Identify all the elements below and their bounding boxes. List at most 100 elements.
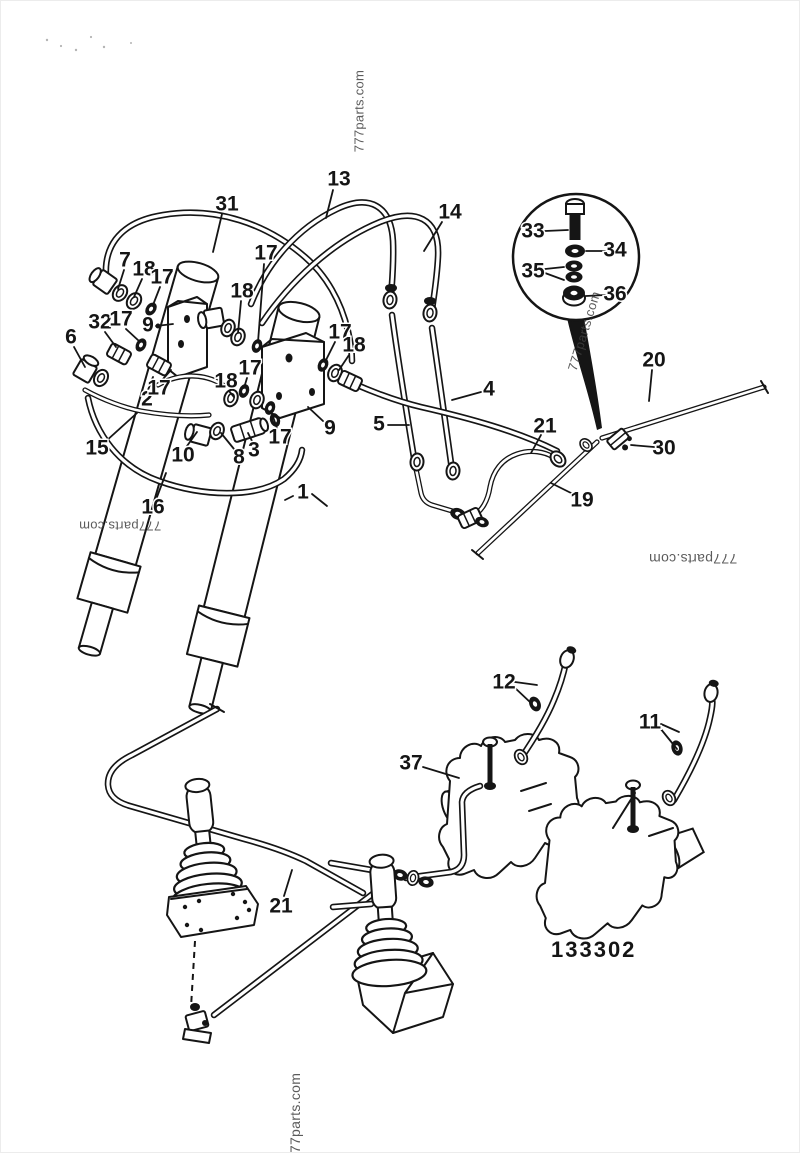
detail-circle [511,192,641,430]
leader-line [544,229,569,232]
leader-line [630,444,655,448]
leader-line [125,328,140,342]
part-label-18: 18 [132,258,156,281]
part-label-17: 17 [238,357,261,380]
leader-line [283,869,293,897]
part-label-18: 18 [342,334,366,357]
part-label-7: 7 [119,249,131,272]
leader-line [247,432,253,442]
leader-line [155,323,174,327]
part-label-19: 19 [570,489,593,512]
part-label-8: 8 [233,446,245,469]
leader-line [133,278,143,298]
part-label-36: 36 [603,283,626,306]
leader-line [220,432,235,450]
part-label-1: 1 [297,481,309,504]
leader-line [237,300,242,334]
leader-line [152,286,161,306]
fittings-right-tube [408,435,596,530]
leader-line [186,431,198,447]
leader-line [257,263,265,343]
part-label-17: 17 [268,426,291,449]
leader-line [422,766,460,779]
part-label-35: 35 [521,260,545,283]
part-label-6: 6 [65,326,77,349]
part-label-37: 37 [399,752,422,775]
part-label-34: 34 [603,239,627,262]
part-label-5: 5 [373,413,385,436]
part-label-4: 4 [483,378,495,401]
leader-line [212,213,223,253]
part-label-3: 3 [248,439,260,462]
elbow-fitting-bottom [182,1003,212,1044]
part-label-15: 15 [85,437,109,460]
leader-line [648,369,653,402]
joystick-2 [343,851,454,1034]
leader-line [162,369,172,380]
leader-line [156,472,167,498]
leader-line [550,482,576,496]
part-label-2: 2 [141,388,153,411]
part-label-17: 17 [150,266,173,289]
leader-line [243,377,248,389]
tube-19 [471,442,597,560]
part-label-14: 14 [438,201,462,224]
washers-35 [565,260,583,283]
leader-line [530,434,542,454]
leader-line [147,376,154,391]
leader-line [338,354,350,371]
leader-line [544,266,565,270]
leader-line [451,391,482,401]
hose-4 [432,328,452,470]
tube-20 [602,380,769,438]
part-label-18: 18 [214,370,238,393]
part-label-11: 11 [639,711,662,734]
leader-line [544,272,565,281]
hose-5 [392,315,415,464]
part-label-13: 13 [327,168,350,191]
drawing-number: 133302 [551,937,637,962]
part-label-17: 17 [109,308,132,331]
part-label-20: 20 [642,349,665,372]
part-label-17: 17 [254,242,277,265]
leader-line [307,406,324,422]
hose-21-long [108,703,363,893]
nut-36 [562,285,586,307]
part-label-21: 21 [533,415,557,438]
joystick-1 [158,774,259,1008]
leader-line [660,723,680,733]
bolt-33 [565,198,585,240]
hose-11 [659,677,721,809]
leader-line [514,681,538,686]
part-label-16: 16 [141,496,164,519]
leader-line [585,294,606,297]
leader-line [513,686,532,704]
part-label-10: 10 [171,444,194,467]
part-label-30: 30 [652,437,675,460]
leader-line [104,412,138,443]
valve-block-1 [436,733,580,880]
manifold-left [167,296,208,378]
leader-line [73,346,86,368]
part-label-9: 9 [142,314,154,337]
part-label-33: 33 [521,220,544,243]
leader-line [228,390,235,398]
leader-line [311,493,328,507]
leader-line [271,413,278,429]
part-label-31: 31 [215,193,239,216]
part-label-32: 32 [88,311,111,334]
part-label-18: 18 [230,280,254,303]
leader-line [117,269,125,290]
clamp-30 [606,427,632,451]
leader-line [104,331,117,348]
leader-line [423,221,443,252]
scan-noise [45,35,132,52]
leader-line [659,727,678,750]
valve-block-2 [534,779,707,943]
tube-21-loop [416,451,553,518]
washer-34 [565,244,585,258]
manifold-right [261,332,325,419]
